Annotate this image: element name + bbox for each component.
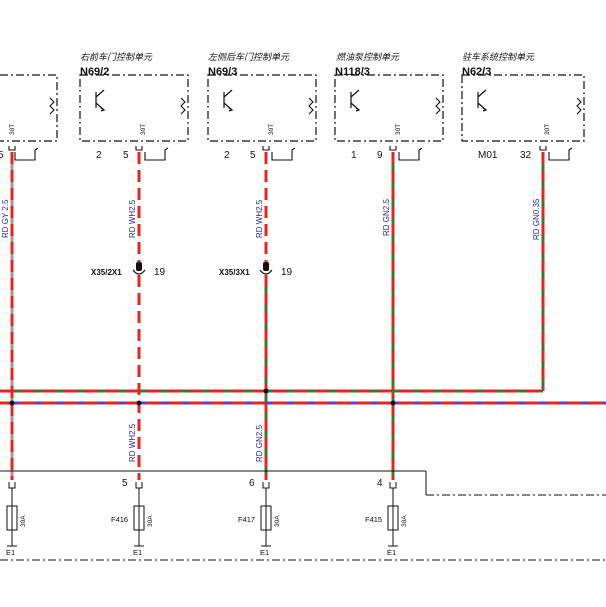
pin-connector-1 [135, 146, 143, 151]
module-box-4 [461, 74, 585, 142]
module-code-4: N62/3 [462, 66, 491, 78]
junction-dot [390, 400, 396, 406]
module-box-0 [0, 74, 58, 142]
fuse-ground-0: E1 [6, 548, 15, 557]
module-box-2 [207, 74, 317, 142]
fuse-pin-numbers: 5 6 4 [122, 478, 383, 489]
connector-pin-0: 19 [154, 267, 166, 278]
fuse-0 [6, 482, 18, 547]
pin-number-2b: 5 [250, 150, 256, 161]
junction-dot [263, 388, 269, 394]
module-code-2: N69/3 [208, 66, 237, 78]
fuse-2 [260, 482, 272, 547]
pin-connector-4 [539, 146, 547, 151]
fuse-rating-2: 30A [274, 515, 281, 527]
relay-labels: 30T 30T 30T 30T 30T [9, 124, 551, 135]
fuse-ground-3: E1 [387, 548, 396, 557]
pin-number-0b: 5 [0, 150, 4, 161]
zigzag-icon-1 [180, 97, 186, 115]
pin-number-2a: 2 [224, 150, 230, 161]
wire-label-1: RD WH2.5 [128, 199, 137, 238]
junction-dots [9, 388, 396, 406]
zigzag-icon-4 [576, 97, 582, 115]
bus-lines [0, 389, 606, 405]
fuse-name-1: F416 [111, 515, 128, 524]
pin-number-1b: 5 [123, 150, 129, 161]
pin-connector-2 [262, 146, 270, 151]
wire-labels: RD GY 2.5 RD WH2.5 RD WH2.5 RD GN2.5 RD … [1, 198, 541, 462]
pin-number-1a: 2 [96, 150, 102, 161]
wire-label-3: RD GN2.5 [382, 199, 391, 236]
relay-label-3: 30T [395, 124, 402, 135]
pin-number-3b: 9 [377, 150, 383, 161]
fuse-name-3: F415 [365, 515, 382, 524]
module-title-4: 驻车系统控制单元 [462, 52, 535, 62]
wire-label-lower-2: RD GN2.5 [255, 425, 264, 462]
fuse-rating-0: 30A [20, 515, 27, 527]
module-code-3: N118/3 [335, 66, 370, 78]
junction-dot [9, 400, 15, 406]
module-box-1 [79, 74, 189, 142]
zigzag-icons [49, 97, 582, 115]
fuse-box [0, 470, 606, 561]
fuse-pin-2: 6 [249, 478, 255, 489]
pin-number-4b: 32 [520, 150, 532, 161]
fuse-labels: F416 F417 F415 30A 30A 30A 30A E1 E1 E1 … [6, 515, 408, 557]
transistor-icon-3 [350, 89, 361, 112]
wire-label-4: RD GN0.35 [532, 198, 541, 240]
pin-connector-3 [389, 146, 397, 151]
relay-label-1: 30T [140, 124, 147, 135]
module-boxes [0, 74, 585, 142]
pin-connectors [8, 146, 573, 161]
module-code-1: N69/2 [80, 66, 109, 78]
fuse-rating-1: 30A [147, 515, 154, 527]
pin-numbers: 5 2 5 2 5 1 9 M01 32 [0, 150, 532, 161]
connector-label-1: X35/3X1 [219, 268, 250, 277]
transistor-icon-2 [223, 89, 234, 112]
connector-x35-3x1: X35/3X1 19 [219, 262, 293, 278]
module-title-1: 右前车门控制单元 [80, 52, 153, 62]
connectors: X35/2X1 19 X35/3X1 19 [91, 262, 293, 278]
wire-label-lower-1: RD WH2.5 [128, 423, 137, 462]
transistor-icon-1 [95, 89, 106, 112]
pin-number-4a: M01 [478, 150, 498, 161]
fuse-ground-2: E1 [260, 548, 269, 557]
fuse-pin-1: 5 [122, 478, 128, 489]
wire-label-0: RD GY 2.5 [1, 199, 10, 238]
fuse-name-2: F417 [238, 515, 255, 524]
transistor-icon-4 [477, 89, 488, 112]
junction-dot [136, 400, 142, 406]
connector-label-0: X35/2X1 [91, 268, 122, 277]
pin-connector-0 [8, 146, 16, 151]
fuse-1 [133, 482, 145, 547]
fuse-rating-3: 30A [401, 515, 408, 527]
zigzag-icon-3 [435, 97, 441, 115]
fuse-pin-3: 4 [377, 478, 383, 489]
vertical-wires [10, 152, 545, 480]
module-box-3 [334, 74, 444, 142]
module-title-2: 左侧后车门控制单元 [208, 52, 290, 62]
zigzag-icon-0 [49, 97, 55, 115]
connector-x35-2x1: X35/2X1 19 [91, 262, 166, 278]
pin-number-3a: 1 [351, 150, 357, 161]
module-titles: 右前车门控制单元 左侧后车门控制单元 燃油泵控制单元 驻车系统控制单元 N69/… [80, 52, 535, 78]
fuses [6, 482, 399, 547]
relay-label-0: 30T [9, 124, 16, 135]
relay-label-2: 30T [268, 124, 275, 135]
zigzag-icon-2 [308, 97, 314, 115]
relay-label-4: 30T [544, 124, 551, 135]
fuse-ground-1: E1 [133, 548, 142, 557]
wire-label-2: RD WH2.5 [255, 199, 264, 238]
connector-pin-1: 19 [281, 267, 293, 278]
fuse-3 [387, 482, 399, 547]
transistor-icons [95, 89, 488, 112]
module-title-3: 燃油泵控制单元 [336, 52, 400, 62]
